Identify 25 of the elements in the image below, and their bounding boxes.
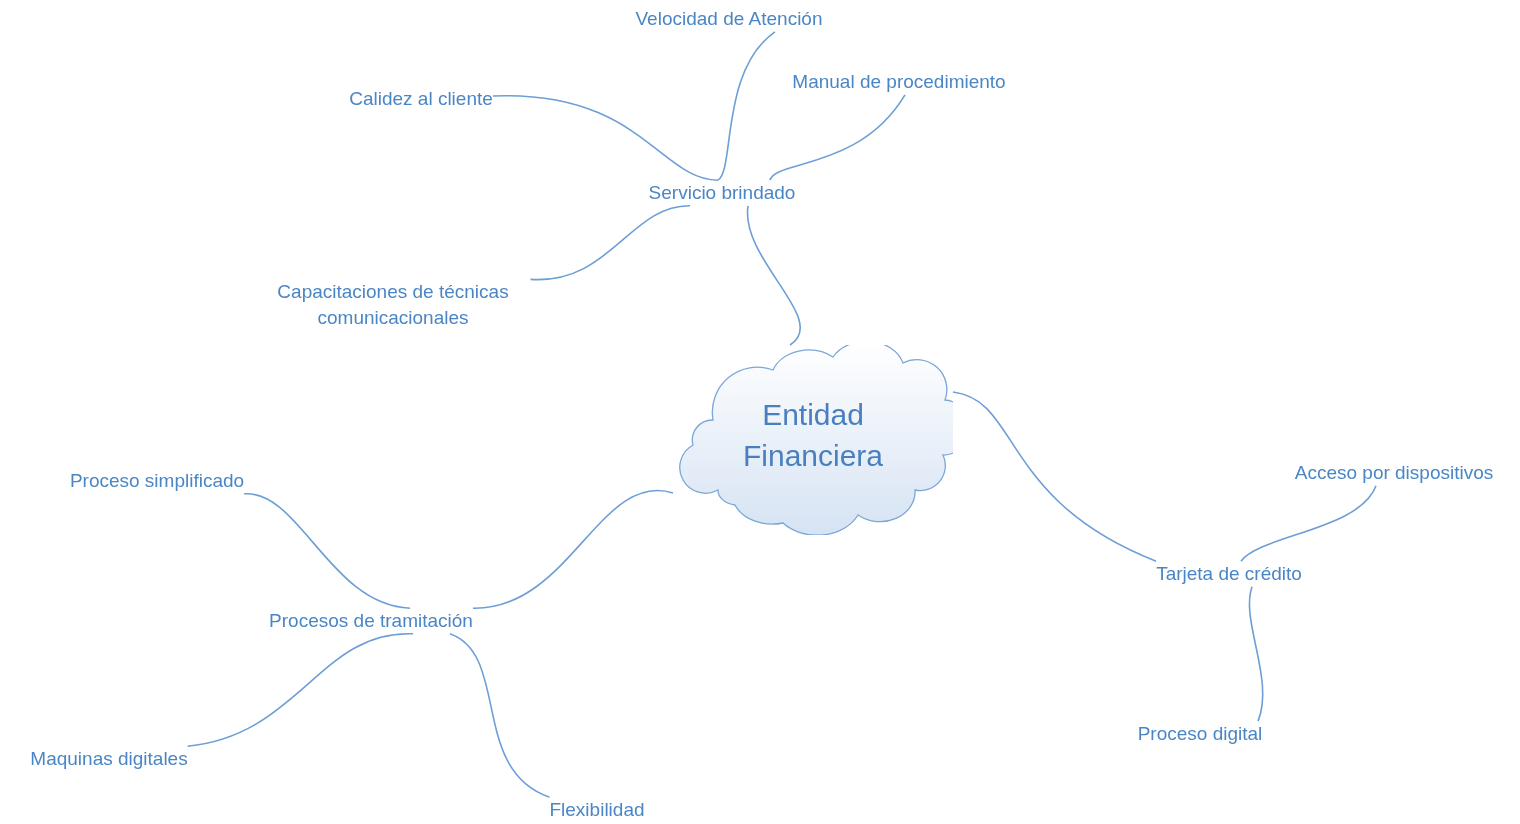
topic-label: Maquinas digitales	[30, 746, 188, 772]
connector-line	[1240, 485, 1377, 562]
connector-line	[492, 95, 719, 181]
connector-line	[1248, 586, 1264, 722]
topic-label: Velocidad de Atención	[635, 6, 823, 32]
topic-label: Proceso digital	[1137, 721, 1263, 747]
topic-label: Procesos de tramitación	[269, 608, 473, 634]
topic-label: Flexibilidad	[549, 797, 645, 823]
topic-label: Capacitaciones de técnicas comunicacionales	[255, 279, 531, 331]
connector-line	[472, 489, 674, 609]
node-label: Entidad Financiera	[741, 397, 885, 474]
topic-label: Tarjeta de crédito	[1156, 561, 1302, 587]
topic-label: Acceso por dispositivos	[1294, 460, 1494, 486]
topic-label: Calidez al cliente	[349, 86, 493, 112]
connector-line	[717, 31, 776, 181]
topic-label: Proceso simplificado	[69, 468, 245, 494]
connector-line	[186, 633, 414, 747]
connector-line	[243, 493, 411, 609]
connector-line	[449, 633, 551, 798]
topic-label: Servicio brindado	[648, 180, 796, 206]
topic-label: Manual de procedimiento	[792, 69, 1006, 95]
connector-line	[529, 205, 691, 281]
connector-line	[769, 94, 906, 181]
connector-line	[747, 205, 801, 346]
connector-line	[952, 391, 1157, 562]
